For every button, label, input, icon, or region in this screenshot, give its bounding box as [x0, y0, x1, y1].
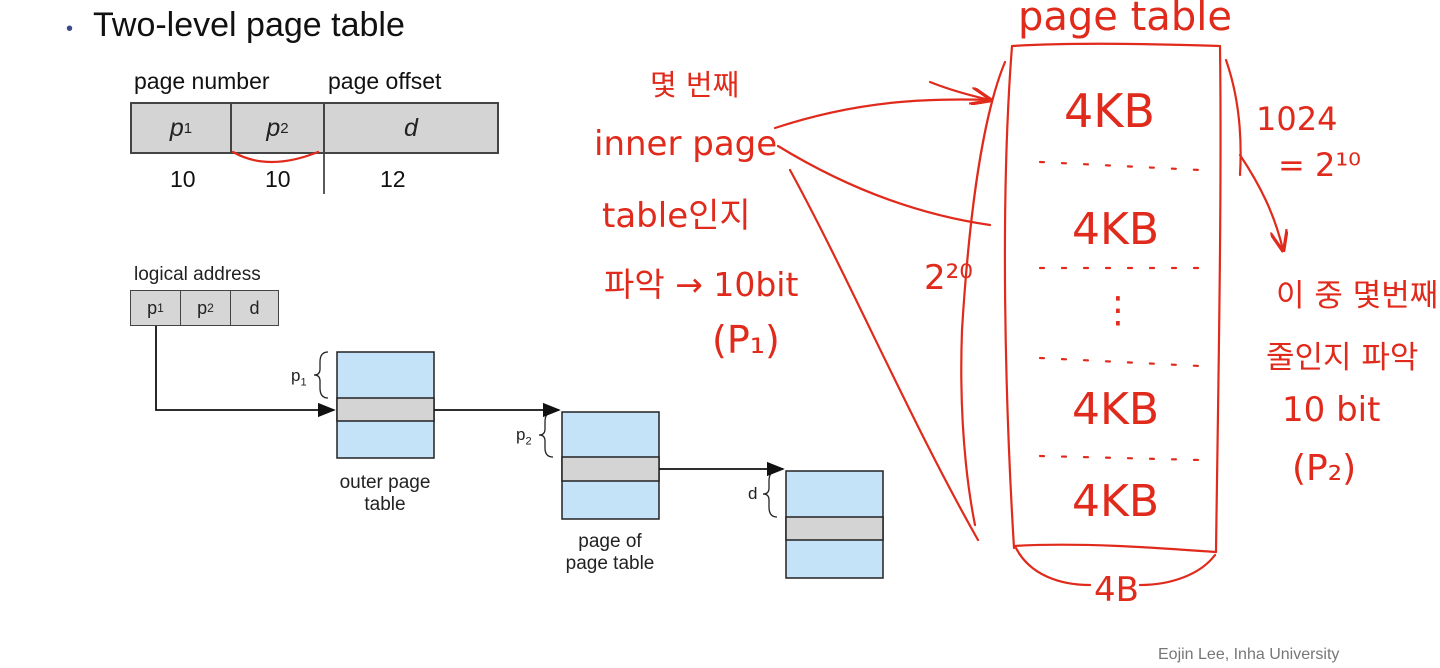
page-table-title-handwritten: page table	[1018, 0, 1232, 40]
page-offset-header: page offset	[328, 68, 442, 94]
cell-4kb-1: 4KB	[1064, 84, 1155, 138]
logical-d: d	[230, 290, 279, 326]
note-p2: (P₂)	[1292, 448, 1357, 489]
arrow-inner-page-to-table	[773, 98, 994, 130]
page-table-frame	[1003, 42, 1222, 554]
d-field: d	[323, 102, 499, 154]
note-identify-10bit: 파악 → 10bit	[604, 265, 799, 304]
cell-4kb-2: 4KB	[1072, 204, 1160, 255]
inner-page-table	[561, 411, 660, 520]
page-brace-label: d	[748, 484, 758, 503]
logical-p1-sub: 1	[157, 301, 164, 315]
slide-title: Two-level page table	[93, 6, 405, 44]
outer-page-table	[336, 351, 435, 459]
note-which-line: 몇 번째	[650, 68, 740, 102]
bottom-4b: 4B	[1094, 570, 1139, 610]
p2-field-label: p	[266, 113, 281, 142]
row-divider-3	[1038, 356, 1202, 368]
logical-p2-label: p	[197, 297, 208, 318]
p2-bits: 10	[265, 166, 291, 192]
cell-4kb-3: 4KB	[1072, 384, 1160, 435]
note-10bit: 10 bit	[1282, 390, 1381, 430]
note-inner-page: inner page	[594, 124, 778, 164]
arrow-1024-down	[1238, 153, 1283, 250]
p1-field-sub: 1	[183, 119, 193, 137]
count-2pow10: = 2¹⁰	[1278, 146, 1361, 184]
count-1024: 1024	[1256, 100, 1338, 138]
bullet-dot: •	[66, 18, 74, 40]
memory-page	[785, 470, 884, 579]
page-table-left-bracket	[960, 60, 1007, 527]
cell-4kb-4: 4KB	[1072, 476, 1160, 527]
bottom-width-bracket	[1014, 546, 1217, 587]
cell-ellipsis: ⋮	[1100, 290, 1136, 331]
arrow-p1-to-outer	[155, 326, 336, 418]
p2-field-sub: 2	[280, 119, 289, 137]
page-table-right-bracket	[1224, 58, 1242, 177]
page-number-header: page number	[134, 68, 270, 94]
row-divider-4	[1038, 454, 1202, 462]
slide-footer: Eojin Lee, Inha University	[1158, 646, 1340, 663]
arrow-to-table-top	[928, 80, 990, 100]
note-identify-row: 줄인지 파악	[1266, 340, 1419, 376]
note-which-row: 이 중 몇번째	[1276, 278, 1439, 314]
p2-underline-mark	[231, 150, 320, 164]
page-brace	[762, 470, 778, 518]
note-table-inji: table인지	[602, 196, 751, 236]
inner-brace-label: p2	[516, 425, 532, 448]
p1-field-label: p	[169, 113, 184, 142]
logical-p2-sub: 2	[207, 301, 214, 315]
p1-bits: 10	[170, 166, 196, 192]
outer-brace	[313, 351, 329, 399]
logical-address-label: logical address	[134, 264, 261, 285]
arrow-inner-page-long	[788, 168, 980, 542]
d-field-label: d	[404, 113, 418, 142]
outer-brace-label: p1	[291, 366, 307, 389]
note-p1: (P₁)	[712, 318, 780, 362]
logical-d-label: d	[249, 297, 260, 318]
arrow-inner-page-down	[776, 144, 992, 227]
d-bits: 12	[380, 166, 406, 192]
logical-p1-label: p	[147, 297, 158, 318]
inner-brace	[538, 411, 554, 458]
row-divider-1	[1038, 160, 1202, 172]
two-pow-20: 2²⁰	[924, 258, 973, 298]
